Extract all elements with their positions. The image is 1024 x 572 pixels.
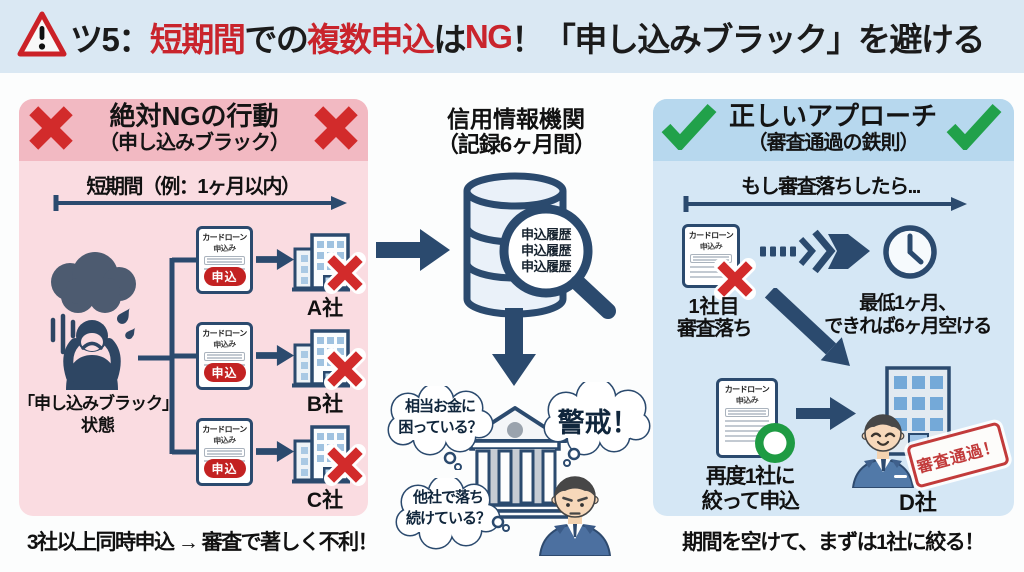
doc-header: カードローン [724,385,770,394]
wait-arrow [760,229,870,274]
x-mark-icon [28,105,74,151]
ng-panel-header [19,99,368,161]
credit-bureau-subtitle: （記録6ヶ月間） [436,132,596,157]
doc-header: カードローン [202,233,247,242]
arrow-icon [796,397,856,430]
company-label-b: B社 [306,393,344,416]
title-seg-0: ツ5： [70,20,151,58]
history-line: 申込履歴 [520,259,572,274]
history-line: 申込履歴 [520,227,572,242]
person-label-line1: 「申し込みブラック」 [18,394,179,413]
title-seg-2: での [244,20,309,58]
doc1-label-line1: 1社目 [688,296,740,318]
title-seg-4: は [433,20,466,58]
arrow-diagonal [764,288,850,366]
thought-bubble-alert [543,382,651,467]
warning-triangle-icon [17,11,67,57]
x-mark-icon [324,348,366,390]
title-seg-6: ！「申し込みブラック」を避ける [511,20,985,58]
ok-timeline-label: もし審査落ちしたら... [741,176,921,198]
ok-caption: 期間を空けて、まずは1社に絞る！ [682,531,985,554]
bubble-fail-line2: 続けている？ [405,510,491,527]
title-seg-1: 短期間 [149,20,246,58]
branch-connector [138,257,198,455]
wait-label-line2: できれば6ヶ月空ける [824,316,992,337]
arrow-down [492,308,536,386]
check-icon [661,102,717,150]
retry-application-doc: カードローン 申込み [716,378,778,458]
application-doc-c: カードローン 申込み 申込 [196,418,253,486]
bubble-alert-label: 警戒！ [557,408,639,438]
company-label-d: D社 [899,490,937,515]
doc-header2: 申込み [212,243,237,254]
title-seg-5: NG [464,17,513,55]
ng-panel-title: 絶対NGの行動 [109,101,279,131]
ng-timeline-arrow [53,195,347,211]
credit-bureau-title: 信用情報機関 [447,106,585,132]
header-band [0,0,1024,73]
approved-applicant [851,414,915,488]
magnifier-icon [499,204,616,319]
arrow-icon [256,343,294,368]
ok-panel-subtitle: （審査通過の鉄則） [747,132,920,154]
ng-panel-subtitle: （申し込みブラック） [99,132,290,154]
application-history-list: 申込履歴 申込履歴 申込履歴 [508,227,584,275]
thought-bubble-fail [395,478,510,550]
doc-header2: 申込み [699,241,723,252]
application-stamp: 申込 [203,363,246,382]
doc-header2: 申込み [212,339,237,350]
arrow-icon [256,247,294,272]
person-label-line2: 状態 [81,416,115,435]
application-stamp: 申込 [203,459,246,478]
application-doc-a: カードローン 申込み 申込 [196,226,253,294]
doc1-label-line2: 審査落ち [677,318,753,340]
arrow-to-database [376,229,450,271]
ng-timeline-label: 短期間（例：1ヶ月以内） [86,176,301,198]
wait-label-line1: 最低1ヶ月、 [859,293,957,314]
doc-header: カードローン [202,329,247,338]
doc-header2: 申込み [212,435,237,446]
ok-panel-title: 正しいアプローチ [728,101,937,131]
bubble-fail-line1: 他社で落ち [412,489,484,506]
company-label-a: A社 [306,297,344,320]
bubble-money-line1: 相当お金に [404,398,476,415]
title-seg-3: 複数申込 [307,20,435,58]
history-line: 申込履歴 [520,243,572,258]
approved-circle-icon [755,423,795,463]
ng-caption: 3社以上同時申込 → 審査で著しく不利！ [26,531,379,554]
depressed-person-icon [50,252,136,390]
thought-bubble-money [387,386,494,470]
ok-timeline-arrow [683,196,967,212]
x-mark-icon [324,444,366,486]
arrow-icon [256,439,294,464]
doc2-label-line2: 絞って申込 [701,490,800,513]
clock-icon [883,225,937,279]
bubble-money-line2: 困っている？ [398,419,482,436]
application-stamp: 申込 [203,267,246,286]
bank-officer [538,476,612,556]
doc-header: カードローン [688,231,734,240]
company-label-c: C社 [306,489,344,512]
check-icon [946,102,1002,150]
application-doc-b: カードローン 申込み 申込 [196,322,253,390]
doc-header: カードローン [202,425,247,434]
x-mark-icon [313,105,359,151]
doc-header2: 申込み [735,395,759,406]
x-mark-icon [324,252,366,294]
doc2-label-line1: 再度1社に [705,465,796,488]
